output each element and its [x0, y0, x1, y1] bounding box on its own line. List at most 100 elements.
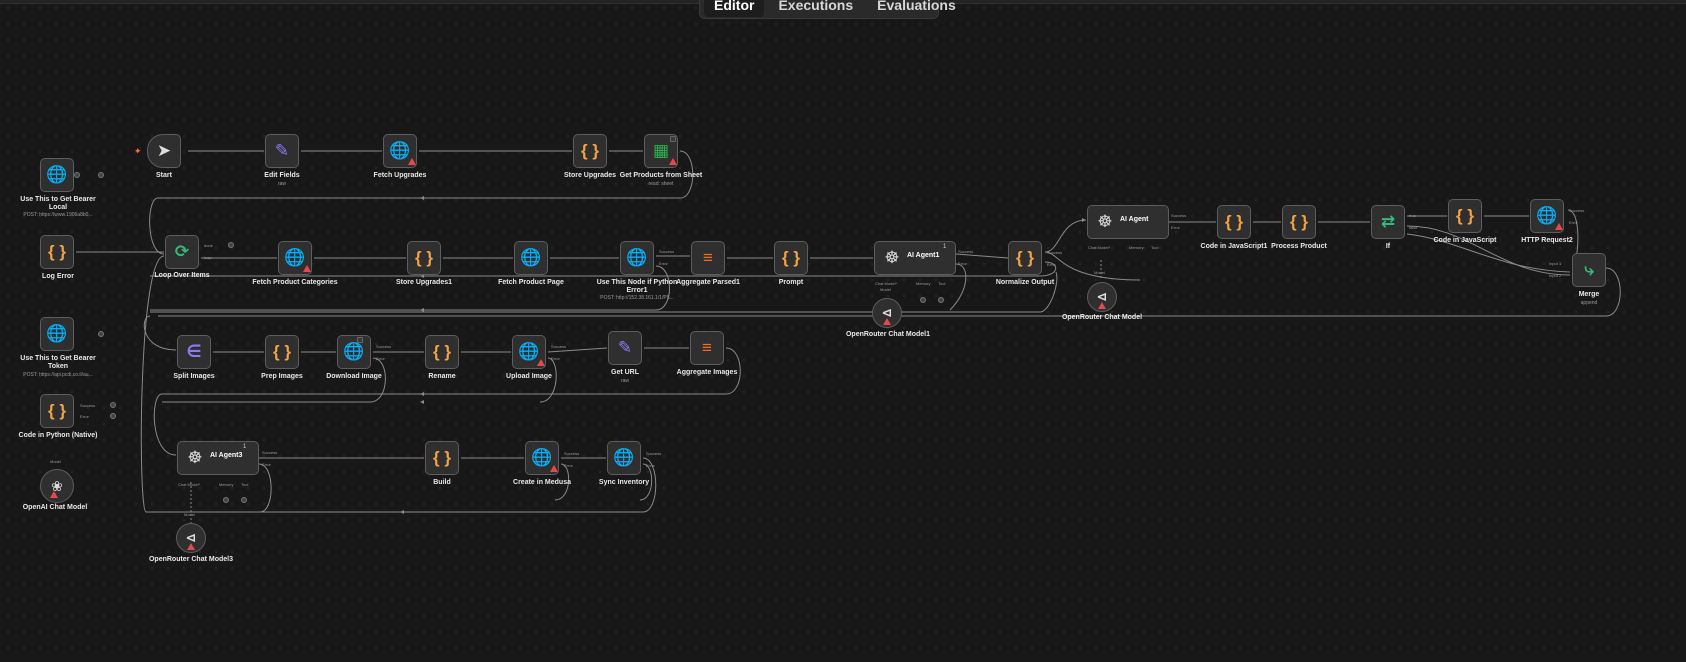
node-subtitle: raw	[277, 181, 287, 187]
robot-icon: ☸	[1097, 212, 1113, 231]
node-prompt[interactable]: { }	[774, 241, 808, 275]
node-label: Build	[433, 479, 451, 486]
output-handle[interactable]	[110, 413, 116, 419]
node-create-in-medusa[interactable]: 🌐	[525, 441, 559, 475]
view-tabs: Editor Executions Evaluations	[699, 0, 956, 19]
port-label-success: Success	[659, 249, 675, 254]
port-label-error: Error	[659, 261, 668, 266]
node-fetch-product-categories[interactable]: 🌐	[278, 241, 312, 275]
port-label-input2: Input 2	[1549, 273, 1562, 278]
node-split-images[interactable]: ∈	[177, 335, 211, 369]
node-start[interactable]: ➤	[147, 134, 181, 168]
code-braces-icon: { }	[273, 342, 291, 361]
node-loop-over-items[interactable]: ⟳	[165, 235, 199, 269]
node-edit-fields[interactable]: ✎	[265, 134, 299, 168]
add-node-handle[interactable]	[228, 242, 234, 248]
port-label-tool: Tool	[1151, 245, 1159, 250]
node-store-upgrades[interactable]: { }	[573, 134, 607, 168]
node-fetch-product-page[interactable]: 🌐	[514, 241, 548, 275]
warning-icon	[537, 359, 545, 366]
node-process-product[interactable]: { }	[1282, 205, 1316, 239]
merge-icon: ⤷	[1584, 260, 1594, 279]
node-ai-agent1[interactable]: ☸ AI Agent1 1	[874, 241, 956, 275]
aggregate-icon: ≡	[702, 338, 712, 357]
node-bearer-token[interactable]: 🌐	[40, 317, 74, 351]
tab-editor[interactable]: Editor	[704, 0, 765, 17]
node-merge[interactable]: ⤷	[1572, 253, 1606, 287]
port-label-success: Success	[80, 403, 96, 408]
pencil-icon: ✎	[617, 338, 633, 357]
node-python-error[interactable]: 🌐	[620, 241, 654, 275]
node-prep-images[interactable]: { }	[265, 335, 299, 369]
node-store-upgrades1[interactable]: { }	[407, 241, 441, 275]
add-node-handle[interactable]	[98, 172, 104, 178]
node-normalize-output[interactable]: { }	[1008, 241, 1042, 275]
cursor-click-icon: ➤	[156, 141, 172, 160]
node-get-url[interactable]: ✎	[608, 331, 642, 365]
node-aggregate-parsed1[interactable]: ≡	[691, 241, 725, 275]
add-node-handle[interactable]	[920, 297, 926, 303]
port-label-error: Error	[80, 414, 89, 419]
node-label: OpenAI Chat Model	[22, 504, 88, 511]
node-label: Normalize Output	[995, 279, 1055, 286]
node-menu-icon[interactable]	[670, 136, 676, 142]
node-label: Store Upgrades	[563, 172, 617, 179]
node-code-python[interactable]: { }	[40, 394, 74, 428]
add-node-handle[interactable]	[98, 331, 104, 337]
node-label: AI Agent1	[907, 252, 940, 259]
code-braces-icon: { }	[48, 242, 66, 261]
node-sync-inventory[interactable]: 🌐	[607, 441, 641, 475]
node-download-image[interactable]: 🌐	[337, 335, 371, 369]
node-label: Process Product	[1271, 243, 1327, 250]
node-log-error[interactable]: { }	[40, 235, 74, 269]
openrouter-icon: ⊲	[185, 530, 197, 545]
output-handle[interactable]	[74, 172, 80, 178]
port-label-error: Error	[551, 356, 560, 361]
node-code-js1[interactable]: { }	[1217, 205, 1251, 239]
port-label-tool: Tool	[938, 281, 946, 286]
node-label: Loop Over Items	[154, 272, 210, 279]
globe-icon: 🌐	[284, 248, 306, 267]
node-ai-agent[interactable]: ☸ AI Agent	[1087, 205, 1169, 239]
node-menu-icon[interactable]	[357, 337, 363, 343]
port-label-error: Error	[1047, 262, 1056, 267]
node-label: Merge	[1578, 291, 1600, 298]
node-label: Store Upgrades1	[395, 279, 453, 286]
port-label-model: Model	[880, 287, 891, 292]
warning-icon	[303, 265, 311, 272]
node-openrouter-chat-model1[interactable]: ⊲	[872, 298, 902, 328]
globe-icon: 🌐	[518, 342, 540, 361]
node-label: Code in Python (Native)	[18, 432, 98, 439]
add-node-handle[interactable]	[938, 297, 944, 303]
output-handle[interactable]	[110, 402, 116, 408]
node-aggregate-images[interactable]: ≡	[690, 331, 724, 365]
port-label-memory: Memory	[916, 281, 931, 286]
port-label-chat-model: Chat Model*	[875, 281, 898, 286]
globe-icon: 🌐	[46, 165, 68, 184]
tab-evaluations[interactable]: Evaluations	[877, 0, 956, 13]
add-node-handle[interactable]	[241, 497, 247, 503]
port-label-done: done	[204, 243, 213, 248]
add-node-handle[interactable]	[223, 497, 229, 503]
tab-executions[interactable]: Executions	[778, 0, 854, 13]
port-label-memory: Memory	[219, 482, 234, 487]
globe-icon: 🌐	[46, 324, 68, 343]
node-ai-agent3[interactable]: ☸ AI Agent3 1	[177, 441, 259, 475]
node-subtitle: append	[1580, 300, 1598, 306]
node-label: Edit Fields	[264, 172, 300, 179]
node-label: Fetch Product Page	[498, 279, 564, 286]
node-bearer-local[interactable]: 🌐	[40, 158, 74, 192]
aggregate-icon: ≡	[703, 248, 713, 267]
node-label: Prep Images	[261, 373, 303, 380]
node-rename[interactable]: { }	[425, 335, 459, 369]
node-label: Prompt	[778, 279, 804, 286]
warning-icon	[669, 158, 677, 165]
code-braces-icon: { }	[581, 141, 599, 160]
node-label: AI Agent3	[210, 452, 243, 459]
node-if[interactable]: ⇄	[1371, 205, 1405, 239]
warning-icon	[1098, 302, 1106, 309]
run-count-badge: 1	[943, 244, 947, 250]
node-build[interactable]: { }	[425, 441, 459, 475]
node-code-js[interactable]: { }	[1448, 199, 1482, 233]
